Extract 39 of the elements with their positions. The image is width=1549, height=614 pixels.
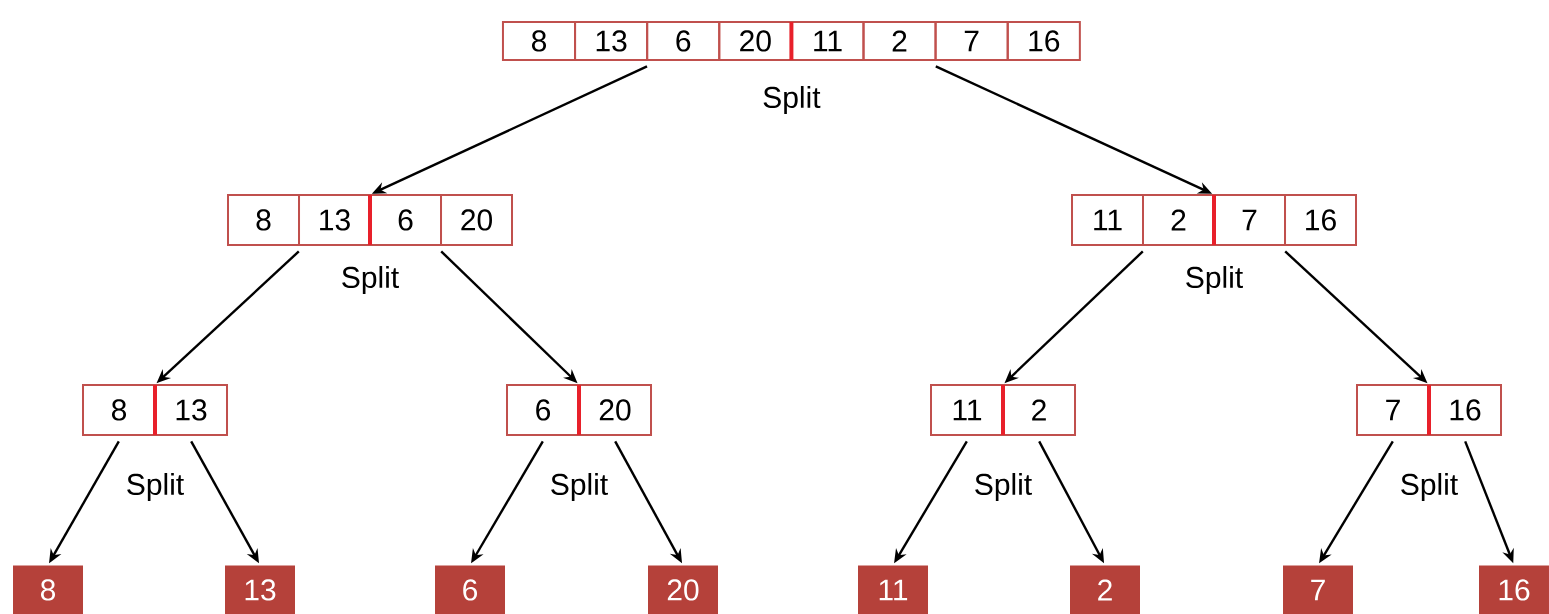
array-cell: 7: [934, 21, 1009, 61]
leaf-box: 11: [858, 565, 928, 614]
array-cell: 6: [369, 194, 442, 246]
array-cell: 16: [1006, 21, 1081, 61]
array-cell: 2: [1142, 194, 1215, 246]
leaf-box: 2: [1070, 565, 1140, 614]
array-cell: 16: [1284, 194, 1357, 246]
split-label: Split: [551, 473, 608, 501]
leaf-box: 13: [225, 565, 295, 614]
array-cell: 20: [718, 21, 793, 61]
split-label: Split: [763, 86, 821, 114]
leaf-box: 20: [648, 565, 718, 614]
leaf-box: 6: [435, 565, 505, 614]
array-cell: 8: [501, 21, 577, 61]
array-cell: 20: [578, 384, 652, 436]
split-label: Split: [975, 473, 1032, 501]
leaf-box: 8: [13, 565, 83, 614]
array-cell: 8: [82, 384, 156, 436]
leaf-box: 7: [1283, 565, 1353, 614]
split-label: Split: [1186, 266, 1243, 294]
array-cell: 13: [574, 21, 649, 61]
array-cell: 7: [1356, 384, 1430, 436]
array-cell: 11: [790, 21, 865, 61]
array-cell: 6: [506, 384, 580, 436]
split-label: Split: [342, 266, 399, 294]
array-cell: 8: [227, 194, 300, 246]
array-cell: 16: [1428, 384, 1502, 436]
array-cell: 6: [646, 21, 721, 61]
split-label: Split: [1401, 473, 1458, 501]
array-cell: 11: [930, 384, 1004, 436]
array-cell: 2: [1002, 384, 1076, 436]
array-cell: 7: [1213, 194, 1286, 246]
array-cell: 13: [154, 384, 228, 436]
array-cell: 20: [440, 194, 513, 246]
array-cell: 11: [1071, 194, 1144, 246]
leaf-box: 16: [1479, 565, 1549, 614]
split-label: Split: [127, 473, 184, 501]
array-cell: 13: [298, 194, 371, 246]
array-cell: 2: [862, 21, 937, 61]
